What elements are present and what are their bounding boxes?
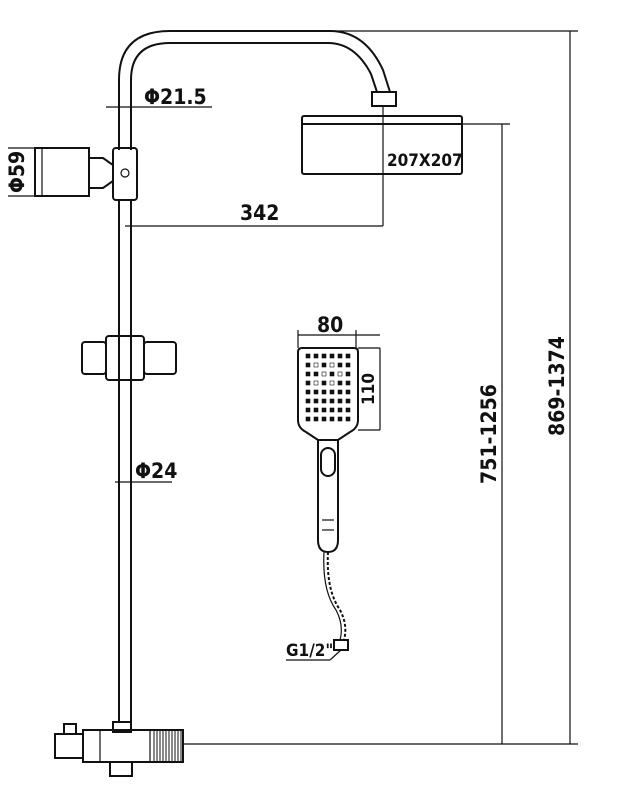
- nozzle-dot: [305, 416, 311, 422]
- nozzle-dot: [345, 416, 351, 422]
- nozzle-dot: [337, 380, 343, 386]
- nozzle-dot: [337, 371, 343, 377]
- nozzle-dot: [313, 371, 319, 377]
- nozzle-dot: [337, 362, 343, 368]
- total-height-dimension: 869-1374: [330, 30, 578, 745]
- nozzle-dot: [305, 380, 311, 386]
- height-to-head-label: 751-1256: [477, 384, 501, 484]
- upper-riser-pipe: [118, 30, 391, 150]
- nozzle-dot: [329, 398, 335, 404]
- valve-knurl: [153, 731, 182, 761]
- rail-diameter-dimension: Φ24: [115, 459, 177, 483]
- hand-shower-holder: [81, 335, 177, 381]
- nozzle-dot: [321, 398, 327, 404]
- nozzle-dot: [329, 416, 335, 422]
- total-height-label: 869-1374: [545, 336, 569, 436]
- shower-hose: G1/2": [286, 551, 349, 661]
- nozzle-dot: [305, 353, 311, 359]
- hand-shower-height-label: 110: [359, 373, 379, 405]
- arm-reach-label: 342: [240, 201, 279, 225]
- nozzle-dot: [305, 389, 311, 395]
- nozzle-dot: [345, 362, 351, 368]
- nozzle-dot: [321, 407, 327, 413]
- rail-diameter-label: Φ24: [135, 459, 177, 483]
- nozzle-dot: [305, 371, 311, 377]
- nozzle-dot: [329, 371, 335, 377]
- nozzle-dot: [337, 398, 343, 404]
- head-pipe-diameter-dimension: Φ21.5: [106, 85, 212, 109]
- nozzle-dot: [313, 407, 319, 413]
- arm-reach-dimension: 342: [125, 201, 383, 227]
- nozzle-grid: [305, 353, 351, 422]
- nozzle-dot: [313, 416, 319, 422]
- nozzle-dot: [305, 362, 311, 368]
- nozzle-dot: [321, 353, 327, 359]
- height-to-head-dimension: 751-1256: [183, 123, 510, 745]
- nozzle-dot: [329, 353, 335, 359]
- nozzle-dot: [329, 407, 335, 413]
- nozzle-dot: [313, 398, 319, 404]
- nozzle-dot: [329, 362, 335, 368]
- shower-head: 207X207: [301, 91, 463, 226]
- nozzle-dot: [345, 398, 351, 404]
- nozzle-dot: [337, 407, 343, 413]
- nozzle-dot: [321, 389, 327, 395]
- nozzle-dot: [321, 416, 327, 422]
- nozzle-dot: [313, 362, 319, 368]
- nozzle-dot: [345, 389, 351, 395]
- hand-shower: 80 110: [297, 313, 381, 554]
- nozzle-dot: [345, 407, 351, 413]
- nozzle-dot: [305, 398, 311, 404]
- nozzle-dot: [329, 389, 335, 395]
- wall-bracket: Φ59: [5, 147, 114, 197]
- nozzle-dot: [345, 380, 351, 386]
- nozzle-dot: [321, 362, 327, 368]
- vertical-rail: [118, 200, 132, 722]
- nozzle-dot: [337, 353, 343, 359]
- nozzle-dot: [337, 389, 343, 395]
- head-pipe-diameter-label: Φ21.5: [144, 85, 207, 109]
- mixer-valve: [54, 721, 184, 777]
- nozzle-dot: [337, 416, 343, 422]
- nozzle-dot: [329, 380, 335, 386]
- hose-thread-label: G1/2": [286, 641, 333, 661]
- nozzle-dot: [345, 371, 351, 377]
- nozzle-dot: [321, 371, 327, 377]
- nozzle-dot: [321, 380, 327, 386]
- nozzle-dot: [313, 389, 319, 395]
- nozzle-dot: [345, 353, 351, 359]
- nozzle-dot: [313, 380, 319, 386]
- hand-shower-width-label: 80: [317, 313, 343, 337]
- shower-head-size-label: 207X207: [387, 151, 463, 171]
- nozzle-dot: [305, 407, 311, 413]
- wall-bracket-diameter-label: Φ59: [5, 151, 29, 193]
- nozzle-dot: [313, 353, 319, 359]
- rail-connector: [112, 147, 138, 201]
